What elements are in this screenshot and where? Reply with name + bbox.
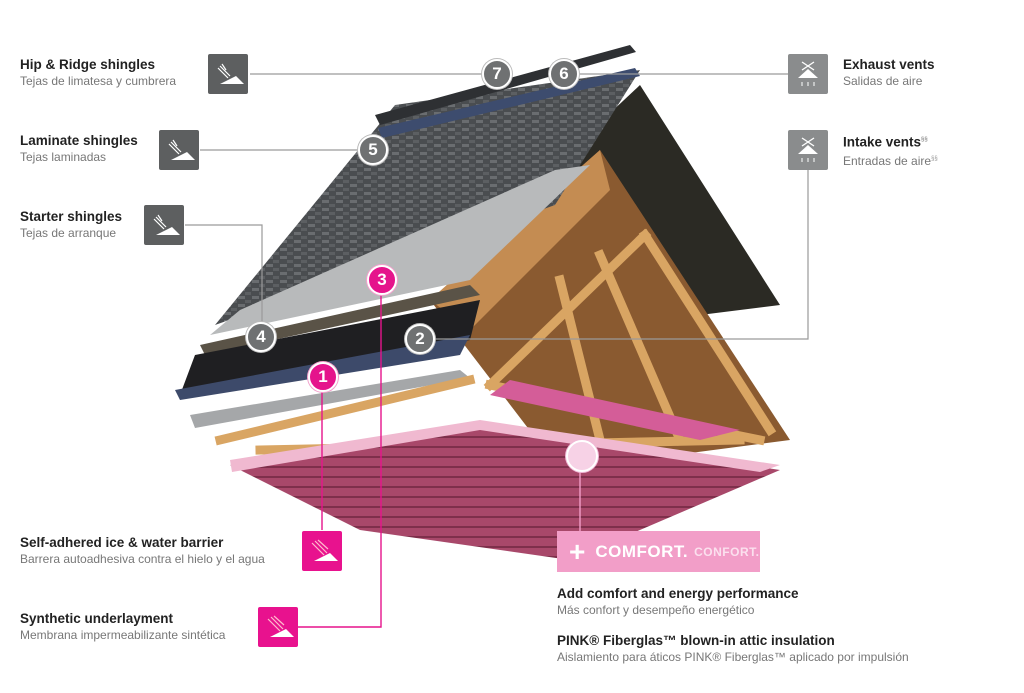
label-intake: Intake vents§§ Entradas de aire§§ [843, 132, 938, 169]
label-title: PINK® Fiberglas™ blown-in attic insulati… [557, 633, 835, 648]
badge-2: 2 [405, 324, 435, 354]
footnote-mark: §§ [931, 155, 938, 162]
laminate-shingles [215, 70, 640, 325]
label-exhaust: Exhaust vents Salidas de aire [843, 56, 935, 89]
vent-icon [798, 137, 818, 162]
label-title: Starter shingles [20, 209, 123, 224]
label-laminate: Laminate shingles Tejas laminadas [20, 132, 138, 165]
label-title: Intake vents [843, 134, 922, 150]
label-hip-ridge: Hip & Ridge shingles Tejas de limatesa y… [20, 56, 176, 89]
drip-edge [190, 370, 470, 428]
leader-starter [185, 224, 263, 324]
leader-intake [434, 170, 809, 340]
shingle-icon [168, 139, 195, 160]
label-starter: Starter shingles Tejas de arranque [20, 208, 122, 241]
exhaust-icon-box [788, 54, 828, 94]
label-subtitle: Aislamiento para áticos PINK® Fiberglas™… [557, 650, 909, 664]
label-title: Exhaust vents [843, 57, 935, 72]
shingle-icon [153, 214, 180, 235]
label-subtitle: Membrana impermeabilizante sintética [20, 628, 226, 642]
laminate-icon-box [159, 130, 199, 170]
label-subtitle: Tejas de arranque [20, 226, 117, 240]
shingle-icon [217, 63, 244, 84]
label-subtitle: Tejas laminadas [20, 150, 107, 164]
label-subtitle: Barrera autoadhesiva contra el hielo y e… [20, 552, 265, 566]
label-subtitle: Salidas de aire [843, 74, 923, 88]
label-underlayment: Synthetic underlayment Membrana impermea… [20, 610, 225, 643]
deck-underside [560, 85, 780, 320]
badge-3: 3 [367, 265, 397, 295]
label-comfort-performance: Add comfort and energy performance Más c… [557, 585, 799, 618]
insulation-marker [566, 440, 598, 472]
comfort-es: CONFORT. [694, 544, 760, 559]
label-insulation: PINK® Fiberglas™ blown-in attic insulati… [557, 632, 909, 665]
badge-5: 5 [358, 135, 388, 165]
badge-7: 7 [482, 59, 512, 89]
label-title: Self-adhered ice & water barrier [20, 535, 224, 550]
footnote-mark: §§ [921, 137, 928, 143]
membrane-icon [311, 539, 338, 561]
membrane-icon [267, 615, 294, 637]
ice-water-barrier-layer [180, 300, 480, 395]
ice-water-icon-box [302, 531, 342, 571]
leader-underlayment [298, 292, 382, 628]
label-title: Laminate shingles [20, 133, 138, 148]
label-subtitle: Más confort y desempeño energético [557, 603, 755, 617]
comfort-banner: + COMFORT. CONFORT. [557, 531, 760, 572]
vent-icon [798, 61, 818, 86]
ridge-vent [378, 68, 640, 138]
blown-in-insulation [230, 425, 780, 560]
plus-icon: + [569, 535, 586, 567]
badge-1: 1 [308, 362, 338, 392]
synthetic-underlayment-layer [210, 165, 590, 335]
label-subtitle: Tejas de limatesa y cumbrera [20, 74, 177, 88]
label-title: Add comfort and energy performance [557, 586, 799, 601]
attic-batts [490, 380, 740, 440]
hip-ridge-icon-box [208, 54, 248, 94]
badge-4: 4 [246, 322, 276, 352]
comfort-en: COMFORT. [595, 541, 689, 561]
intake-icon-box [788, 130, 828, 170]
underlayment-icon-box [258, 607, 298, 647]
label-subtitle: Entradas de aire [843, 153, 932, 168]
badge-6: 6 [549, 59, 579, 89]
label-ice-water: Self-adhered ice & water barrier Barrera… [20, 534, 265, 567]
label-title: Synthetic underlayment [20, 611, 174, 626]
starter-icon-box [144, 205, 184, 245]
label-title: Hip & Ridge shingles [20, 57, 156, 72]
